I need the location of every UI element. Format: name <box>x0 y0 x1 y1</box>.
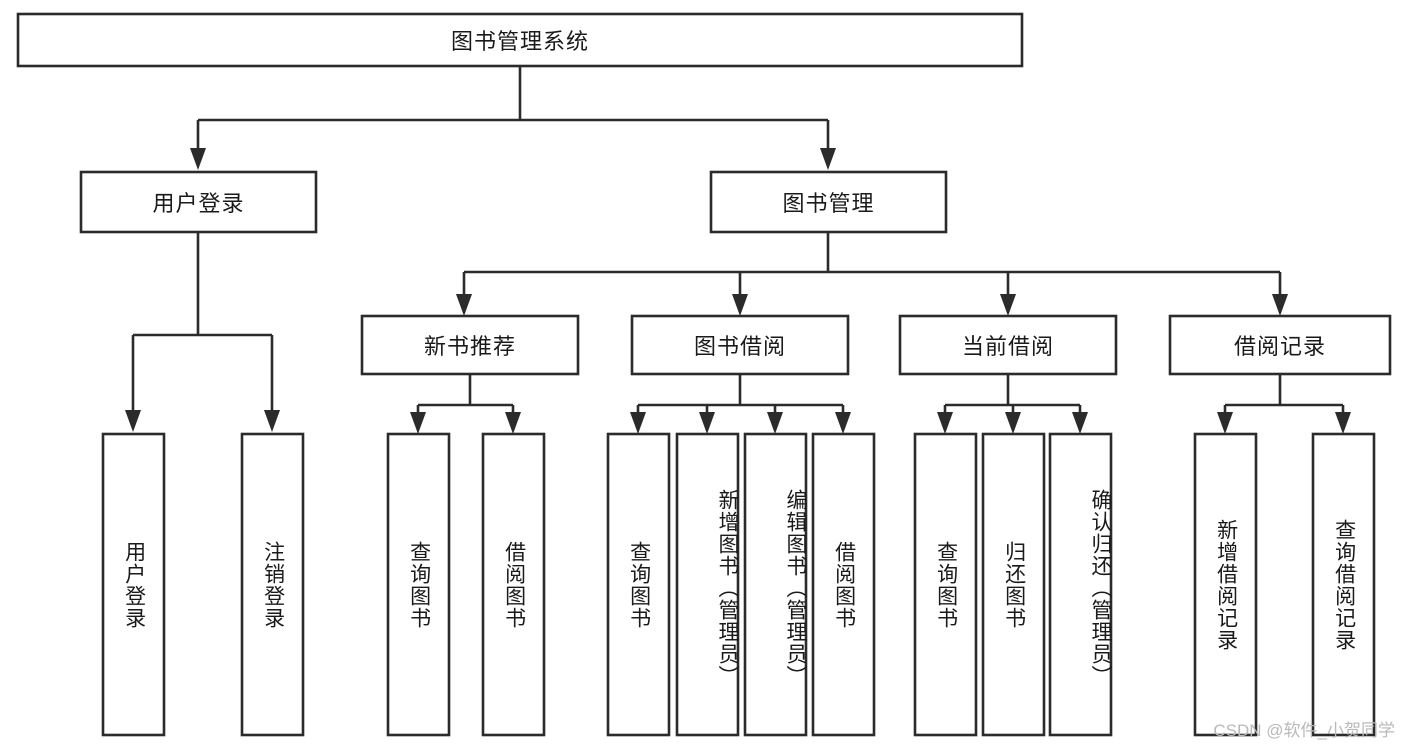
node-root[interactable] <box>16 12 1024 68</box>
leaf-box-current-1[interactable] <box>981 432 1046 737</box>
node-borrow-record[interactable] <box>1168 314 1392 376</box>
connector-borrow-to-leaves <box>630 374 851 434</box>
connector-record-to-leaves <box>1217 374 1351 434</box>
node-book-management[interactable] <box>709 170 948 234</box>
connector-bookmgmt-to-level3 <box>456 232 1288 316</box>
leaf-box-user-login-0[interactable] <box>101 432 166 737</box>
node-user-login[interactable] <box>79 170 318 234</box>
leaf-box-borrow-1[interactable] <box>675 432 740 737</box>
leaf-box-record-1[interactable] <box>1311 432 1376 737</box>
connector-root-to-level2 <box>190 66 836 170</box>
connector-userlogin-to-leaves <box>125 232 280 432</box>
node-new-book-recommend[interactable] <box>360 314 580 376</box>
leaf-box-current-2[interactable] <box>1048 432 1113 737</box>
connector-recommend-to-leaves <box>410 374 521 434</box>
leaf-box-recommend-0[interactable] <box>386 432 451 737</box>
node-current-borrow[interactable] <box>898 314 1118 376</box>
node-book-borrow[interactable] <box>630 314 850 376</box>
connector-current-to-leaves <box>937 374 1088 434</box>
leaf-box-recommend-1[interactable] <box>481 432 546 737</box>
leaf-box-borrow-0[interactable] <box>606 432 671 737</box>
leaf-box-current-0[interactable] <box>913 432 978 737</box>
leaf-box-record-0[interactable] <box>1193 432 1258 737</box>
leaf-box-user-login-1[interactable] <box>240 432 305 737</box>
leaf-box-borrow-3[interactable] <box>811 432 876 737</box>
leaf-box-borrow-2[interactable] <box>743 432 808 737</box>
